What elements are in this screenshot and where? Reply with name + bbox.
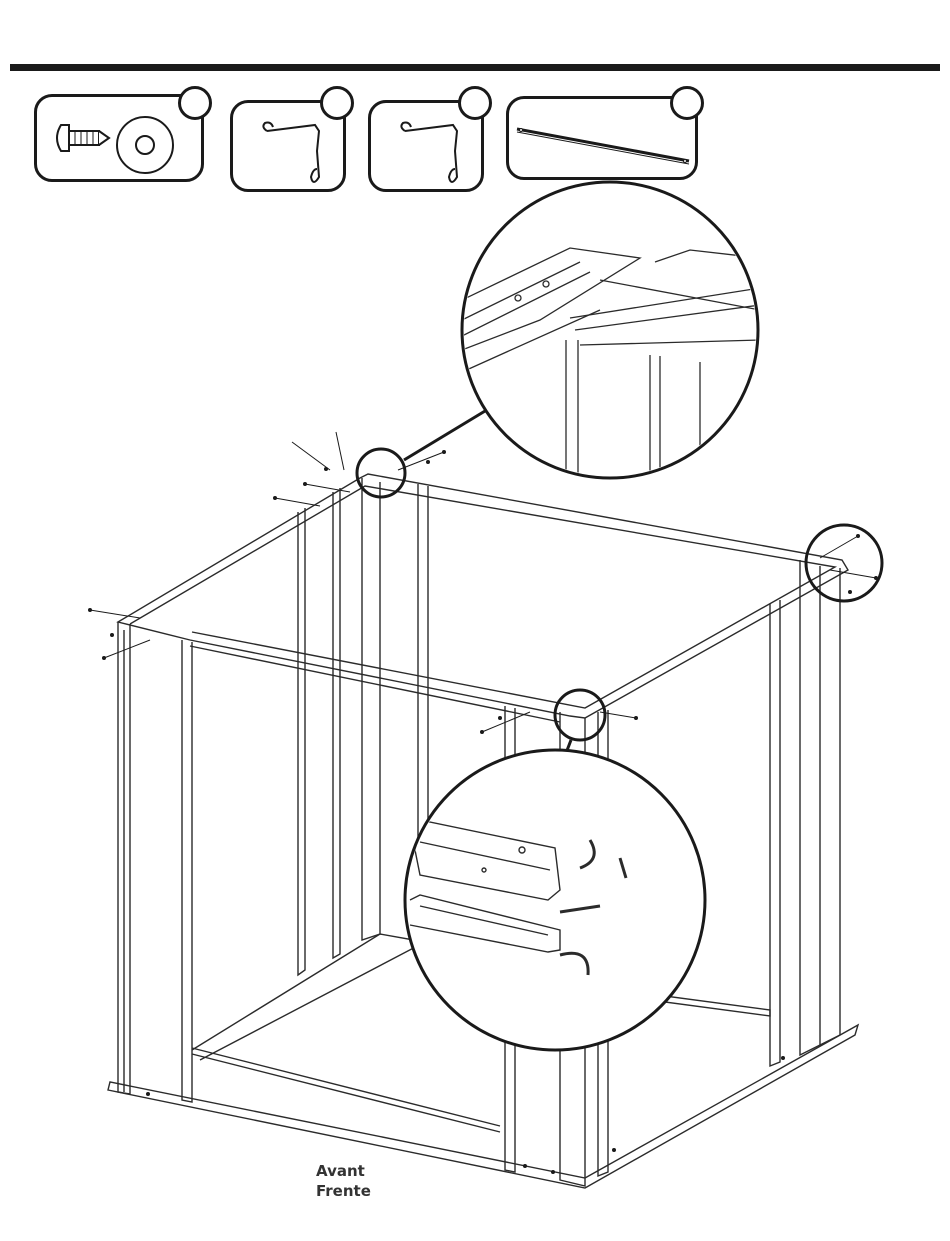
post-front-left-b [182,640,192,1102]
front-label-spanish: Frente [316,1181,371,1201]
front-label-french: Avant [316,1161,365,1181]
base-rail-left-back [192,934,425,1060]
zoom-detail-bottom [405,750,705,1050]
top-frame-inner [130,486,835,708]
stud-left-wall [298,508,305,975]
detail-marker-back-left [357,449,405,497]
post-back-left [362,478,380,940]
stud-right-wall [770,600,780,1066]
top-frame [118,474,848,718]
bolt-leader-lines [90,432,876,732]
stud-left-wall-2 [333,488,340,958]
leader-line-top [404,408,490,460]
zoom-detail-top [462,182,760,480]
